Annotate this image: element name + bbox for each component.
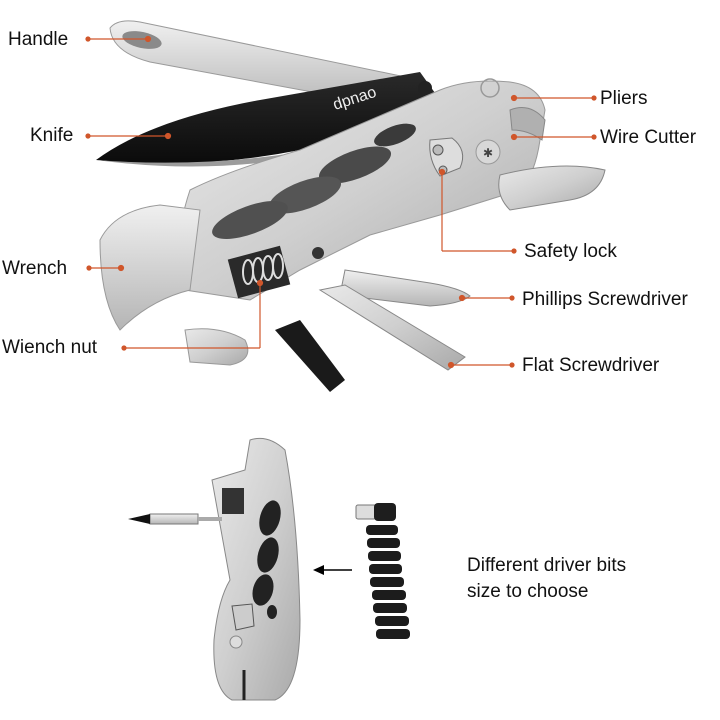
bits-description-line1: Different driver bits [467, 555, 627, 576]
arrow-left-icon [313, 565, 352, 575]
label-safety-lock: Safety lock [524, 241, 617, 262]
bits-description-line2: size to choose [467, 581, 589, 602]
tool-body: ✱ [178, 78, 546, 301]
label-phillips-screwdriver: Phillips Screwdriver [522, 289, 688, 310]
label-flat-screwdriver: Flat Screwdriver [522, 355, 660, 376]
svg-text:✱: ✱ [483, 146, 493, 160]
label-pliers: Pliers [600, 88, 648, 109]
leader-lines [85, 35, 597, 369]
knife-blade: dpnao [96, 72, 440, 167]
wrench-jaw [99, 204, 291, 366]
label-wrench-nut: Wiench nut [2, 337, 98, 358]
label-wire-cutter: Wire Cutter [600, 127, 697, 148]
driver-bits-set [355, 503, 410, 639]
bits-description: Different driver bits size to choose [467, 553, 626, 605]
folded-tool [128, 437, 301, 701]
label-wrench: Wrench [2, 258, 68, 279]
pliers-jaws [498, 107, 606, 211]
label-knife: Knife [30, 125, 74, 146]
flat-screwdriver [318, 284, 466, 371]
phillips-screwdriver [339, 269, 471, 307]
rubber-grip [275, 320, 345, 392]
label-handle: Handle [8, 29, 69, 50]
